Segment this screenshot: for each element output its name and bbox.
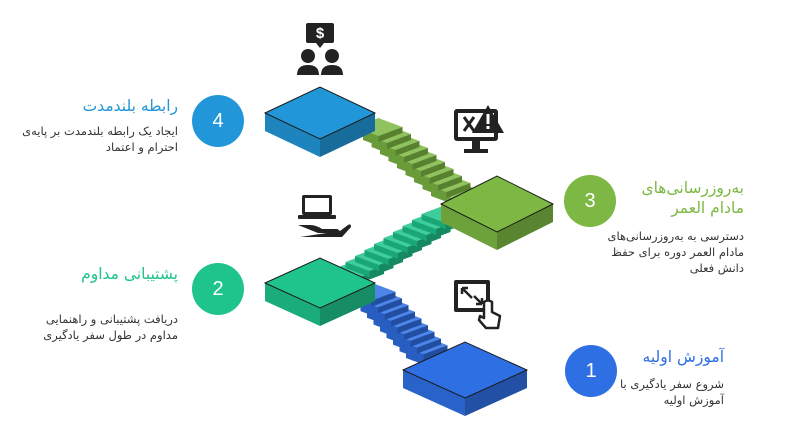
stair-riser [421,214,446,229]
step-1-number-badge: 1 [565,345,617,397]
stair-riser [404,148,428,163]
step-3-description: دسترسی به به‌روزرسانی‌های مادام العمر دو… [607,229,744,275]
stair-riser [417,338,441,354]
stair-riser [395,141,420,156]
stair-riser [393,232,417,247]
stair-riser [371,291,396,307]
platform-3-top [439,175,555,233]
stair-riser [364,250,389,265]
step-4-description: ایجاد یک رابطه بلندمدت بر پایه‌ی احترام … [22,124,178,154]
laptop-hand-icon [298,195,351,237]
step-2-number-badge: 2 [192,263,244,315]
platform-1-top [401,341,529,399]
stair-riser [410,331,435,347]
stair-riser [429,169,454,184]
stair-riser [423,345,448,361]
stair-riser [446,183,471,198]
stair-riser [438,176,462,191]
step-4-title: رابطه بلندمدت [82,97,178,115]
stair-riser [384,305,409,321]
stair-riser [402,226,427,241]
platform-4-top [263,86,377,140]
stair-riser [421,162,445,177]
platform-2-side-left [265,283,320,326]
step-2-description: دریافت پشتیبانی و راهنمایی مداوم در طول … [43,312,178,342]
platform-2-side-right [320,283,375,326]
platform-4-side-right [320,113,375,157]
stair-riser [391,311,415,327]
stair-riser [378,127,403,142]
stair-riser [412,155,437,170]
touch-screen-expand-icon [454,280,502,330]
step-1-description: شروع سفر یادگیری با آموزش اولیه [620,377,724,407]
stair-riser [397,318,422,334]
platform-2-top [263,257,377,309]
platform-3-side-right [497,204,553,250]
svg-text:$: $ [316,25,325,42]
step-2-title: پشتیبانی مداوم [81,265,178,283]
step-4-number-badge: 4 [192,95,244,147]
platform-1-side-left [403,370,465,416]
monitor-alert-icon [454,105,504,153]
step-1-title: آموزش اولیه [642,348,724,366]
people-dollar-icon: $ [297,23,343,75]
platform-3-side-left [441,204,497,250]
stair-riser [412,220,436,235]
stair-riser [378,298,402,314]
step-3-title: به‌روزرسانی‌های مادام العمر [641,179,744,217]
stair-riser [383,238,408,253]
stair-riser [374,244,398,259]
stair-riser [387,134,411,149]
stair-riser [404,325,428,341]
platform-4-side-left [265,113,320,157]
step-3-number-badge: 3 [564,175,616,227]
platform-1-side-right [465,370,527,416]
stair-riser [355,256,379,271]
stair-riser [345,262,370,277]
